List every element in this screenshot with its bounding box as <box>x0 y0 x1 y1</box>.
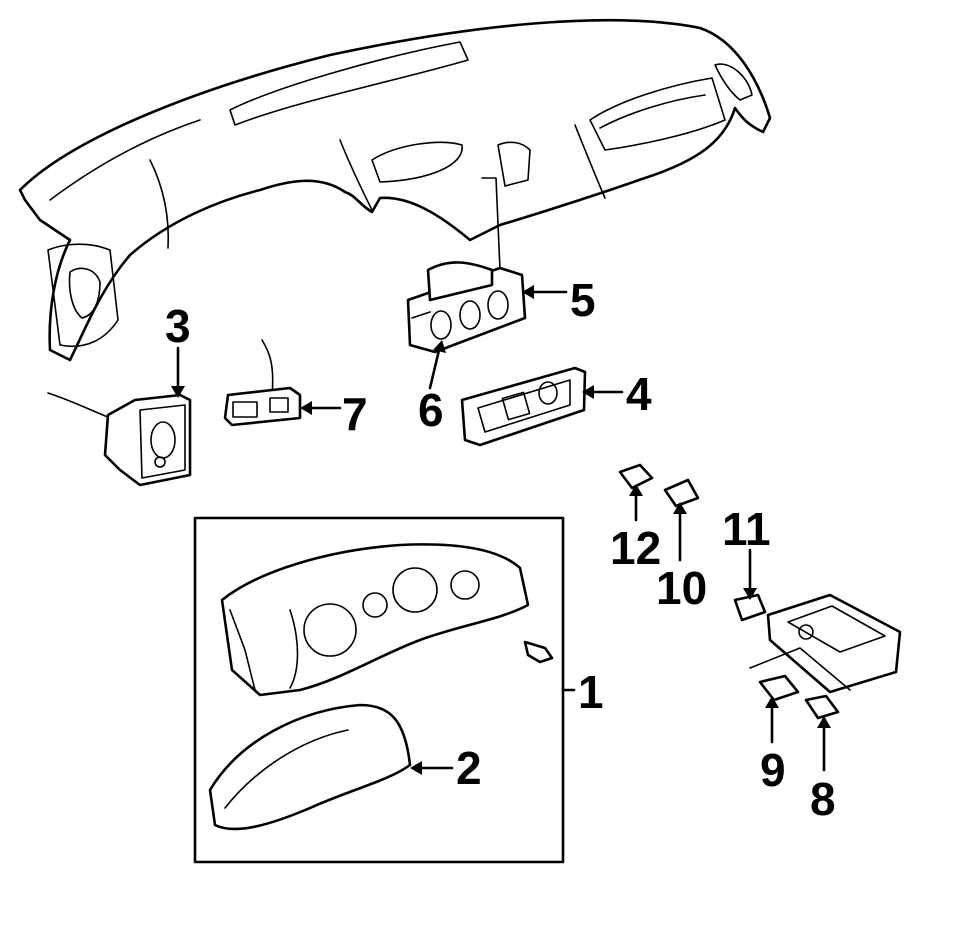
callout-labels: 1 2 3 4 5 6 7 8 9 10 11 12 <box>165 274 836 825</box>
callout-10: 10 <box>656 562 707 614</box>
callout-4: 4 <box>626 368 652 420</box>
callout-12: 12 <box>610 522 661 574</box>
callout-8: 8 <box>810 773 836 825</box>
instrument-panel <box>18 18 772 362</box>
leader-lines <box>171 285 831 775</box>
bulbs <box>618 463 840 720</box>
part-1-cluster-box <box>193 516 565 864</box>
part-3-headlamp-switch <box>47 392 192 487</box>
callout-5: 5 <box>570 274 596 326</box>
callout-7: 7 <box>342 388 368 440</box>
callout-1: 1 <box>578 666 604 718</box>
callout-2: 2 <box>456 742 482 794</box>
callout-6: 6 <box>418 384 444 436</box>
ashtray <box>749 593 902 694</box>
part-4-bezel <box>460 366 587 447</box>
callout-11: 11 <box>722 503 771 555</box>
part-7-switch <box>223 339 302 427</box>
callout-3: 3 <box>165 300 191 352</box>
callout-9: 9 <box>760 744 786 796</box>
part-5-climate-control <box>406 261 527 354</box>
